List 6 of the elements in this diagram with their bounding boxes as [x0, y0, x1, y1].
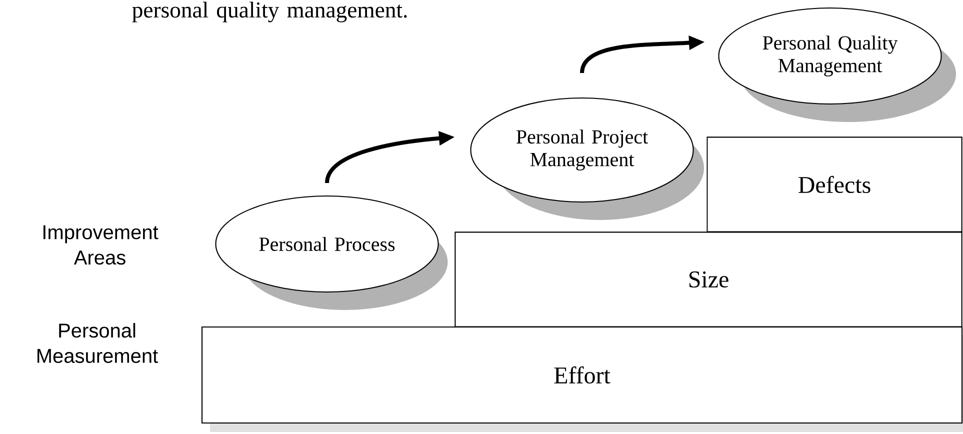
measure-box: Defects — [706, 136, 962, 232]
measure-box: Effort — [201, 326, 963, 432]
body-text: personal quality management. — [132, 2, 407, 22]
measure-box: Size — [454, 232, 962, 328]
level-label: Personal Measurement — [38, 322, 158, 363]
level-label: Improvement Areas — [44, 225, 158, 265]
